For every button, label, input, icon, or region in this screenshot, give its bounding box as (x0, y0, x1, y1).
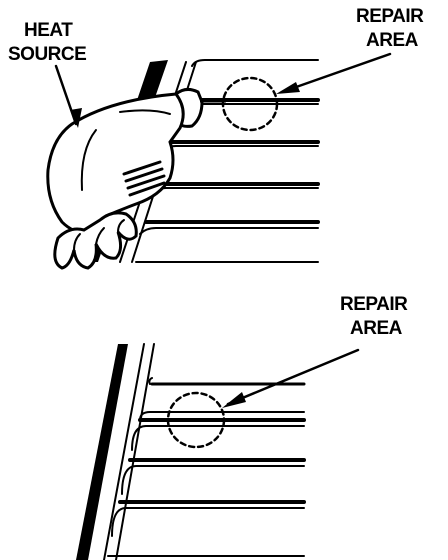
bottom-frame-edge (103, 343, 145, 560)
heat-gun-contour (80, 129, 97, 191)
repair-area-arrowhead-top (276, 82, 300, 94)
grille-slat (131, 425, 305, 451)
vent-slot (124, 167, 164, 183)
repair-area-circle-bottom (166, 391, 226, 449)
finger-line (95, 227, 105, 245)
heat-source-label: HEAT SOURCE (8, 20, 86, 65)
grille-slat-top (148, 377, 153, 385)
vent-slot (126, 174, 166, 190)
grille-slat (149, 187, 319, 195)
heat-gun-contour (119, 109, 171, 115)
heat-gun-vents (122, 160, 166, 197)
heat-source-arrowhead (70, 108, 82, 128)
bottom-frame-edge-2 (115, 343, 155, 560)
heat-gun (46, 87, 226, 270)
grille-slat (111, 507, 305, 537)
heat-source-label-line2: SOURCE (8, 44, 86, 65)
heat-source-label-line1: HEAT (24, 20, 73, 41)
repair-area-arrow-bottom (226, 348, 360, 406)
vent-slot (128, 181, 166, 197)
repair-area-label-top-line1: REPAIR (356, 6, 424, 27)
repair-area-label-top-line2: AREA (366, 30, 419, 51)
repair-area-label-bottom-line1: REPAIR (340, 294, 408, 315)
top-panel: HEAT SOURCE REPAIR AREA (8, 6, 428, 270)
grille-slat (191, 59, 319, 67)
bottom-panel: REPAIR AREA (76, 294, 412, 560)
finger-line (117, 219, 125, 233)
bottom-grille (107, 377, 306, 557)
repair-area-arrowhead-bottom (222, 392, 246, 408)
repair-area-label-bottom: REPAIR AREA (340, 294, 412, 339)
repair-area-label-bottom-line2: AREA (350, 318, 403, 339)
hand-fingers (53, 211, 138, 270)
repair-area-label-top: REPAIR AREA (356, 6, 428, 51)
grille-slat (139, 227, 319, 235)
grille-slat (121, 465, 305, 495)
repair-area-circle-top (221, 76, 279, 132)
repair-area-arrow-top (280, 52, 392, 94)
bottom-frame-pillar (76, 344, 128, 560)
heat-gun-body (46, 92, 185, 235)
finger-line (73, 233, 81, 251)
vent-slot (122, 160, 162, 176)
grille-slat (159, 145, 319, 153)
